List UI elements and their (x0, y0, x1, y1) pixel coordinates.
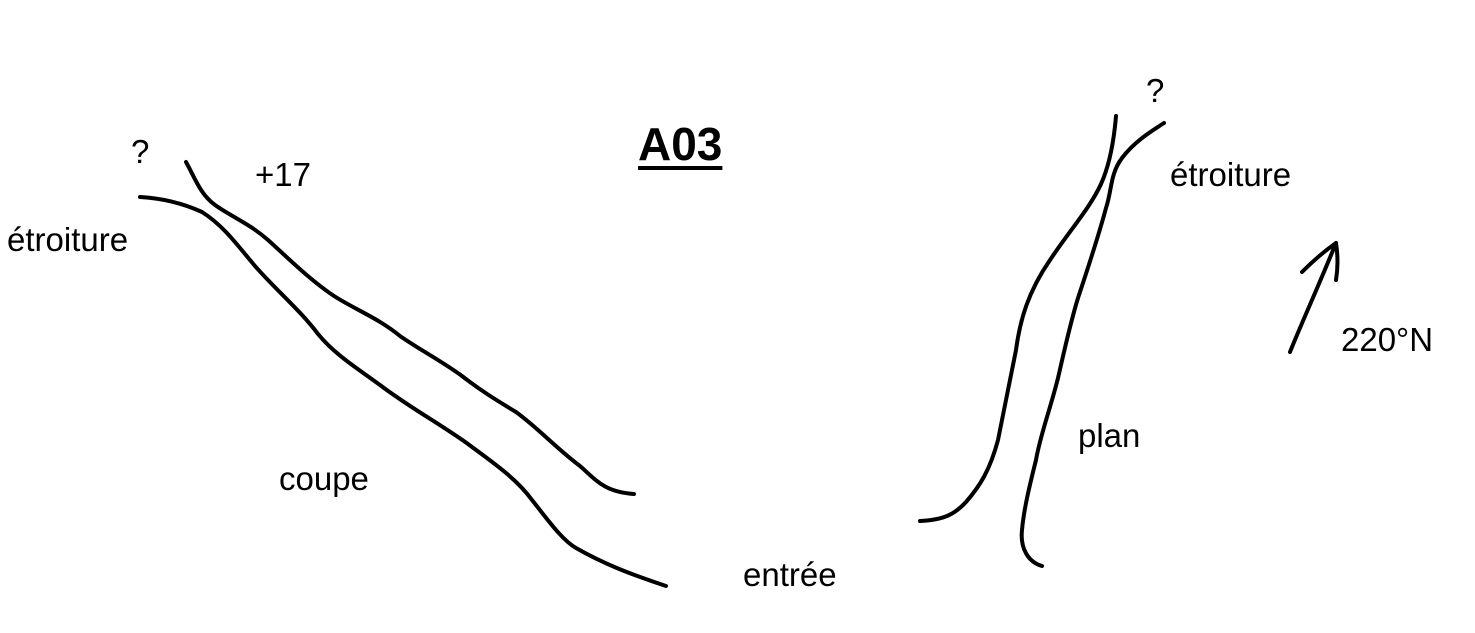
north-arrow-head (1300, 241, 1340, 282)
diagram-title: A03 (638, 118, 723, 170)
plan-unknown-mark: ? (1146, 72, 1165, 109)
coupe-unknown-mark: ? (131, 133, 150, 170)
plan-left-wall (918, 114, 1118, 523)
coupe-lower-wall (138, 195, 668, 588)
coupe-label: coupe (279, 460, 369, 497)
coupe-upper-wall (184, 160, 636, 496)
entrance-label: entrée (743, 556, 837, 593)
coupe-narrowing-label: étroiture (7, 221, 129, 258)
plan-label: plan (1078, 417, 1141, 454)
plan-right-wall (1019, 121, 1166, 568)
orientation-label: 220°N (1341, 321, 1434, 358)
coupe-height-label: +17 (255, 156, 311, 193)
north-arrow-icon (1288, 241, 1340, 354)
plan-narrowing-label: étroiture (1170, 156, 1292, 193)
north-arrow-shaft (1288, 241, 1338, 354)
